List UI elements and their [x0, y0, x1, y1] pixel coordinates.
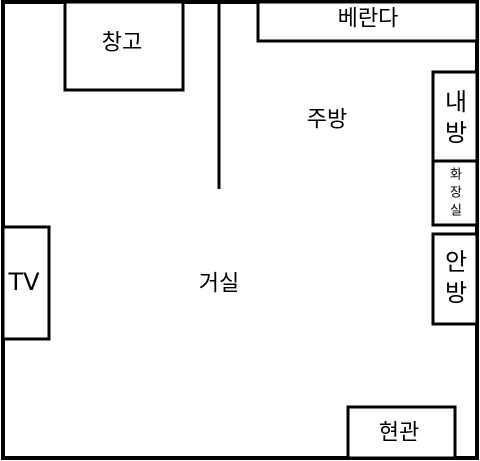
bathroom-label-3: 실	[450, 204, 462, 219]
inner-room-label-1: 안	[445, 248, 467, 276]
storage-label: 창고	[102, 31, 142, 56]
entrance-outline	[346, 405, 457, 460]
bathroom-outline	[431, 159, 479, 227]
master-bedroom-label-1: 내	[445, 88, 467, 116]
master-bedroom-outline	[431, 70, 479, 163]
master-bedroom-label-2: 방	[445, 119, 467, 147]
room-bathroom[interactable]: 화 장 실	[431, 159, 479, 227]
inner-room-outline	[431, 232, 479, 326]
tv-outline	[1, 225, 51, 341]
bathroom-label-2: 장	[450, 186, 462, 201]
inner-room-label-2: 방	[445, 279, 467, 307]
living-room-label[interactable]: 거실	[199, 272, 239, 297]
tv-unit[interactable]: TV	[1, 225, 51, 341]
tv-label: TV	[7, 268, 40, 296]
room-inner[interactable]: 안 방	[431, 232, 479, 326]
room-entrance[interactable]: 현관	[346, 405, 457, 460]
bathroom-label-1: 화	[450, 168, 462, 183]
entrance-label: 현관	[379, 421, 419, 446]
storage-outline	[63, 0, 185, 92]
kitchen-label[interactable]: 주방	[307, 108, 347, 133]
room-master-bedroom[interactable]: 내 방	[431, 70, 479, 163]
veranda-outline	[256, 0, 479, 43]
room-storage[interactable]: 창고	[63, 0, 185, 92]
veranda-label: 베란다	[338, 7, 399, 32]
room-veranda[interactable]: 베란다	[256, 0, 479, 43]
